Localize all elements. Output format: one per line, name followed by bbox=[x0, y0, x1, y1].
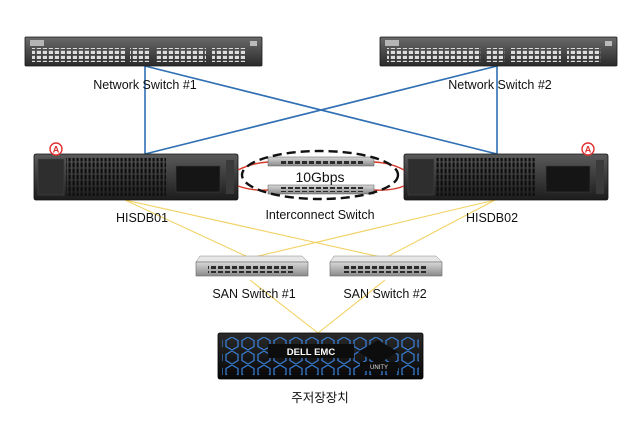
san-switch-2-label: SAN Switch #2 bbox=[343, 287, 426, 301]
interconnect-switch-top bbox=[267, 156, 375, 167]
storage-brand-label: DELL EMC bbox=[287, 347, 336, 358]
san-switch-1 bbox=[195, 255, 309, 277]
interconnect-switch-bottom bbox=[267, 184, 375, 195]
interconnect-speed-label: 10Gbps bbox=[295, 169, 344, 185]
link-san1-storage bbox=[249, 279, 319, 334]
link-hisdb02-san1 bbox=[249, 199, 496, 259]
server-badge-hisdb02: A bbox=[581, 142, 595, 156]
link-hisdb02-san2 bbox=[384, 199, 496, 259]
network-switch-1-label: Network Switch #1 bbox=[93, 78, 197, 92]
link-hisdb01-san1 bbox=[124, 199, 251, 259]
interconnect-switch-label: Interconnect Switch bbox=[265, 208, 374, 222]
storage-array bbox=[217, 332, 424, 380]
server-hisdb01-label: HISDB01 bbox=[116, 211, 168, 225]
san-links bbox=[124, 199, 496, 334]
san-switch-2 bbox=[329, 255, 443, 277]
interconnect-group-ring bbox=[240, 149, 400, 201]
server-badge-hisdb01-text: A bbox=[53, 145, 60, 155]
storage-label: 주저장장치 bbox=[291, 391, 349, 405]
san-switch-1-label: SAN Switch #1 bbox=[212, 287, 295, 301]
network-switch-2-label: Network Switch #2 bbox=[448, 78, 552, 92]
link-hisdb01-san2 bbox=[124, 199, 386, 259]
storage-model-label: UNITY bbox=[370, 365, 388, 371]
network-switch-2 bbox=[379, 36, 618, 67]
server-hisdb02-label: HISDB02 bbox=[466, 211, 518, 225]
network-links bbox=[144, 65, 498, 155]
link-nsw2-hisdb01 bbox=[144, 65, 498, 155]
link-san2-storage bbox=[317, 279, 386, 334]
network-switch-1 bbox=[24, 36, 263, 67]
server-badge-hisdb02-text: A bbox=[585, 145, 592, 155]
server-hisdb02 bbox=[403, 153, 609, 201]
server-hisdb01 bbox=[33, 153, 239, 201]
server-badge-hisdb01: A bbox=[49, 142, 63, 156]
